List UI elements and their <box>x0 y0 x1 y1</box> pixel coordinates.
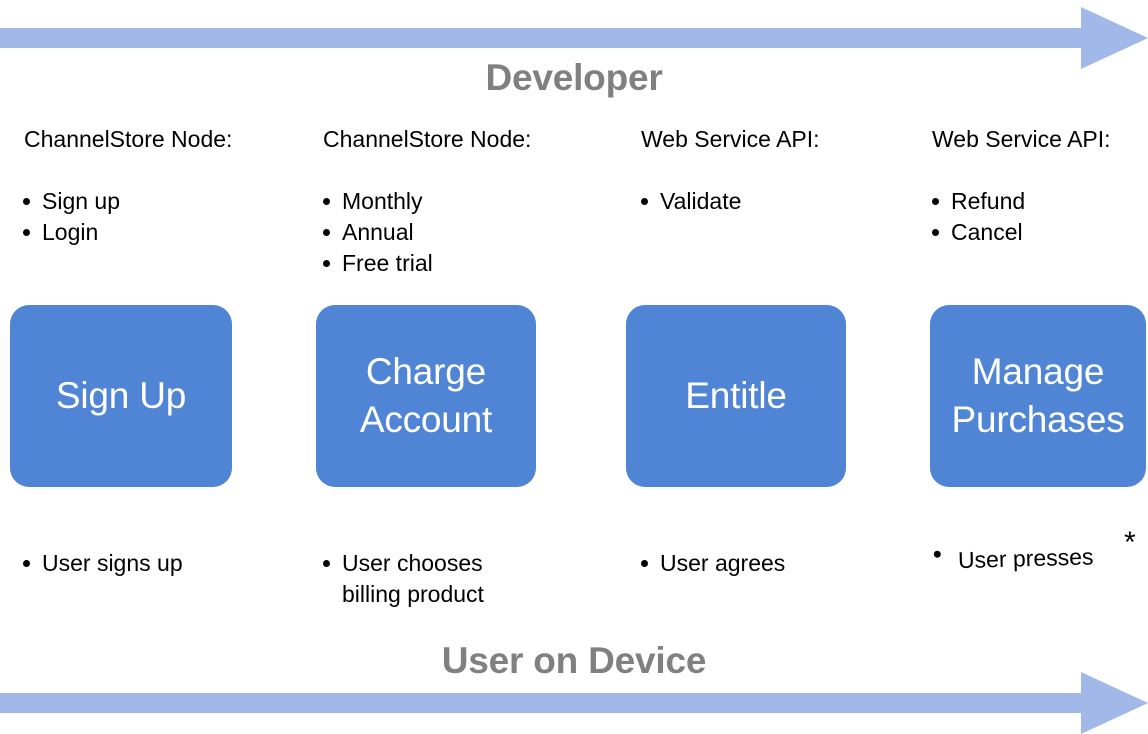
node-label: Sign Up <box>55 375 187 416</box>
footnote-asterisk: * <box>1124 526 1136 559</box>
user-band-title: User on Device <box>441 640 707 681</box>
list-item: Sign up <box>12 186 302 217</box>
node-label: Manage Purchases <box>951 351 1125 440</box>
column-4-header: Web Service API: <box>932 126 1111 152</box>
list-item: User agrees <box>630 548 920 579</box>
column-1-user-bullets: User signs up <box>12 548 302 579</box>
list-item: Refund <box>921 186 1148 217</box>
list-item: Cancel <box>921 217 1148 248</box>
column-2-header: ChannelStore Node: <box>323 126 532 152</box>
developer-flow-arrow <box>0 7 1148 69</box>
column-1-developer-bullets: Sign up Login <box>12 186 302 248</box>
column-1-header: ChannelStore Node: <box>24 126 233 152</box>
list-item: User presses <box>928 539 1148 577</box>
user-flow-arrow <box>0 672 1148 734</box>
list-item: Free trial <box>312 248 602 279</box>
list-item: User signs up <box>12 548 302 579</box>
column-3-developer-bullets: Validate <box>630 186 920 217</box>
node-label: Charge Account <box>359 351 493 440</box>
column-2-user-bullets: User chooses billing product <box>312 548 562 610</box>
column-4-developer-bullets: Refund Cancel <box>921 186 1148 248</box>
list-item: Annual <box>312 217 602 248</box>
list-item: Login <box>12 217 302 248</box>
list-item: Validate <box>630 186 920 217</box>
list-item: Monthly <box>312 186 602 217</box>
column-3-header: Web Service API: <box>641 126 820 152</box>
column-4-user-bullets: User presses <box>928 543 1148 577</box>
column-2-developer-bullets: Monthly Annual Free trial <box>312 186 602 279</box>
node-entitle[interactable]: Entitle <box>626 305 846 487</box>
node-label: Entitle <box>685 375 787 416</box>
developer-band-title: Developer <box>485 57 663 98</box>
node-charge-account[interactable]: Charge Account <box>316 305 536 487</box>
node-sign-up[interactable]: Sign Up <box>10 305 232 487</box>
column-3-user-bullets: User agrees <box>630 548 920 579</box>
list-item: User chooses billing product <box>312 548 562 610</box>
node-manage-purchases[interactable]: Manage Purchases <box>930 305 1146 487</box>
